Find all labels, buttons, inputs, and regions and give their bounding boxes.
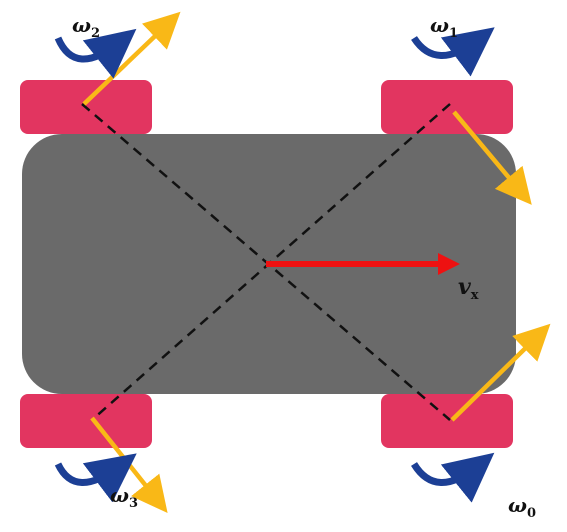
rotation-arrow-3-icon (54, 453, 137, 503)
rotation-arrow-0-icon (411, 452, 495, 503)
label-omega-1: ω1 (430, 13, 458, 41)
label-omega-2: ω2 (72, 13, 100, 41)
roller-arrow-0 (450, 323, 551, 422)
label-omega-0: ω0 (508, 493, 536, 521)
wheel-rear-left (20, 394, 152, 448)
velocity-arrowhead (438, 253, 460, 275)
rotation-arrow-2-icon (54, 28, 137, 79)
label-velocity: vx (458, 274, 479, 303)
label-omega-3: ω3 (110, 483, 138, 511)
rotation-arrow-1-icon (411, 27, 495, 77)
wheel-rear-right (381, 394, 513, 448)
roller-arrow-1 (452, 110, 532, 205)
